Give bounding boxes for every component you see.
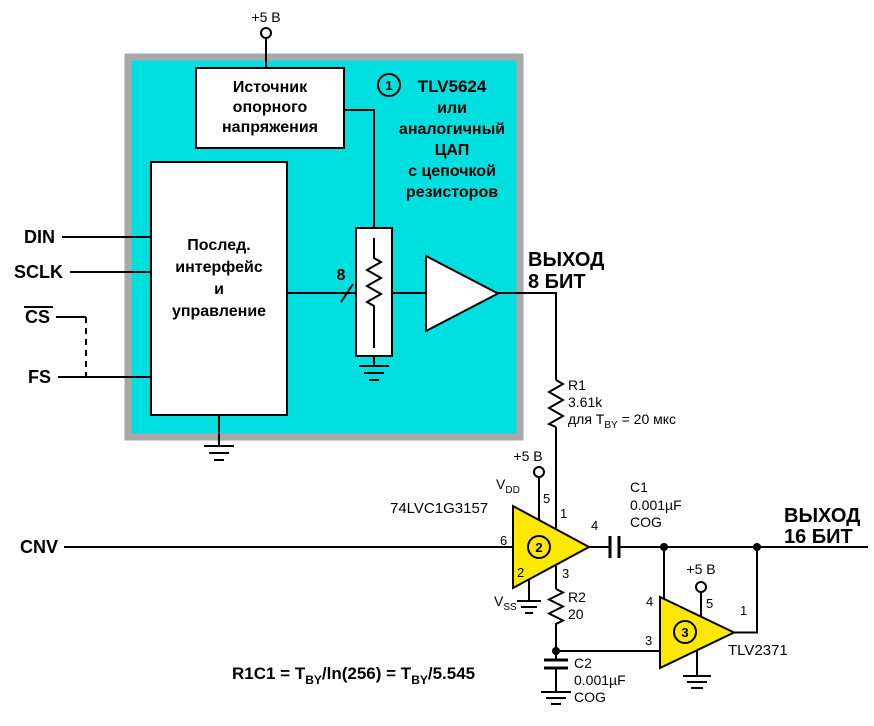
opamp-pin4-label: 4 xyxy=(646,594,653,609)
c1-type: COG xyxy=(630,514,662,530)
ground-icon xyxy=(359,365,389,381)
vss-label: VSS xyxy=(494,593,517,613)
sclk-label: SCLK xyxy=(14,262,63,282)
circled-number-2-icon xyxy=(527,535,551,559)
c2-ref: C2 xyxy=(574,655,592,671)
formula-label: R1C1 = TBY/ln(256) = TBY/5.545 xyxy=(232,664,475,687)
mux-pin4-label: 4 xyxy=(591,518,598,533)
out16-label: ВЫХОД xyxy=(784,505,860,527)
mux-part-number: 74LVC1G3157 xyxy=(390,500,488,517)
vcc-opamp-label: +5 В xyxy=(686,561,715,577)
r1-value: 3.61k xyxy=(568,394,603,410)
serial-box-text: интерфейс xyxy=(175,259,263,276)
reference-box-text: опорного xyxy=(233,99,308,116)
c1-value: 0.001µF xyxy=(630,497,682,513)
reference-box-text: Источник xyxy=(233,79,308,96)
dac-desc-line: ЦАП xyxy=(435,142,470,159)
out8-wire xyxy=(498,292,557,380)
c2-symbol xyxy=(544,658,568,670)
opamp-pin5-label: 5 xyxy=(706,596,713,611)
opamp-pin3-label: 3 xyxy=(645,633,652,648)
bus-width-label: 8 xyxy=(337,267,346,284)
vcc-mux-terminal xyxy=(533,466,545,478)
vcc-mux-label: +5 В xyxy=(513,448,542,464)
out8-label: ВЫХОД xyxy=(528,249,604,271)
ground-icon xyxy=(517,600,541,614)
mux-pin3-label: 3 xyxy=(562,566,569,581)
serial-box-text: управление xyxy=(172,303,266,320)
mux-pin1-label: 1 xyxy=(560,506,567,521)
dac-desc-line: или xyxy=(437,100,467,117)
dac-part-number: TLV5624 xyxy=(418,77,487,96)
circled-number-2: 2 xyxy=(535,540,542,555)
vcc-top-label: +5 В xyxy=(251,9,280,25)
dac-desc-line: с цепочкой xyxy=(408,163,496,180)
c1-ref: C1 xyxy=(630,479,648,495)
dac-desc-line: резисторов xyxy=(406,184,498,201)
vcc-opamp-terminal xyxy=(695,581,707,593)
r2-ref: R2 xyxy=(568,589,586,605)
reference-wire xyxy=(344,109,375,228)
opamp-output-wire xyxy=(734,547,758,634)
r1-symbol xyxy=(546,379,566,428)
circled-number-3: 3 xyxy=(681,625,688,640)
circled-number-1: 1 xyxy=(385,78,392,93)
out8-label: 8 БИТ xyxy=(528,271,586,293)
opamp-pin1-label: 1 xyxy=(740,603,747,618)
mux-pin2-label: 2 xyxy=(517,565,524,580)
circled-number-3-icon xyxy=(673,620,697,644)
mux-pin5-label: 5 xyxy=(543,491,550,506)
r1-ref: R1 xyxy=(568,377,586,393)
serial-interface-box xyxy=(150,161,288,416)
r2-symbol xyxy=(546,588,566,660)
out16-label: 16 БИТ xyxy=(784,526,853,548)
r2-value: 20 xyxy=(568,606,584,622)
mux-pin6-label: 6 xyxy=(500,533,507,548)
circled-number-1-icon xyxy=(377,73,401,97)
ground-icon xyxy=(541,691,571,705)
c2-type: COG xyxy=(574,689,606,705)
din-label: DIN xyxy=(24,227,55,247)
serial-box-text: и xyxy=(214,281,224,298)
cs-label: CS xyxy=(25,307,50,327)
serial-box-text: Послед. xyxy=(187,237,250,254)
cnv-label: CNV xyxy=(20,537,58,557)
c1-symbol xyxy=(608,536,621,558)
vcc-top-terminal xyxy=(260,27,272,39)
r1-note: для TBY = 20 мкс xyxy=(568,411,676,431)
fs-label: FS xyxy=(28,367,51,387)
reference-box xyxy=(195,67,345,149)
reference-box-text: напряжения xyxy=(222,119,318,136)
resistor-string-symbol xyxy=(364,238,384,348)
ground-icon xyxy=(204,445,234,461)
bus-slash-icon xyxy=(340,283,354,303)
vdd-label: VDD xyxy=(496,476,520,496)
dac-desc-line: аналогичный xyxy=(399,121,505,138)
c2-value: 0.001µF xyxy=(574,672,626,688)
opamp-part-number: TLV2371 xyxy=(728,642,788,659)
buffer-amp-symbol xyxy=(425,254,501,333)
ground-icon xyxy=(683,675,711,689)
